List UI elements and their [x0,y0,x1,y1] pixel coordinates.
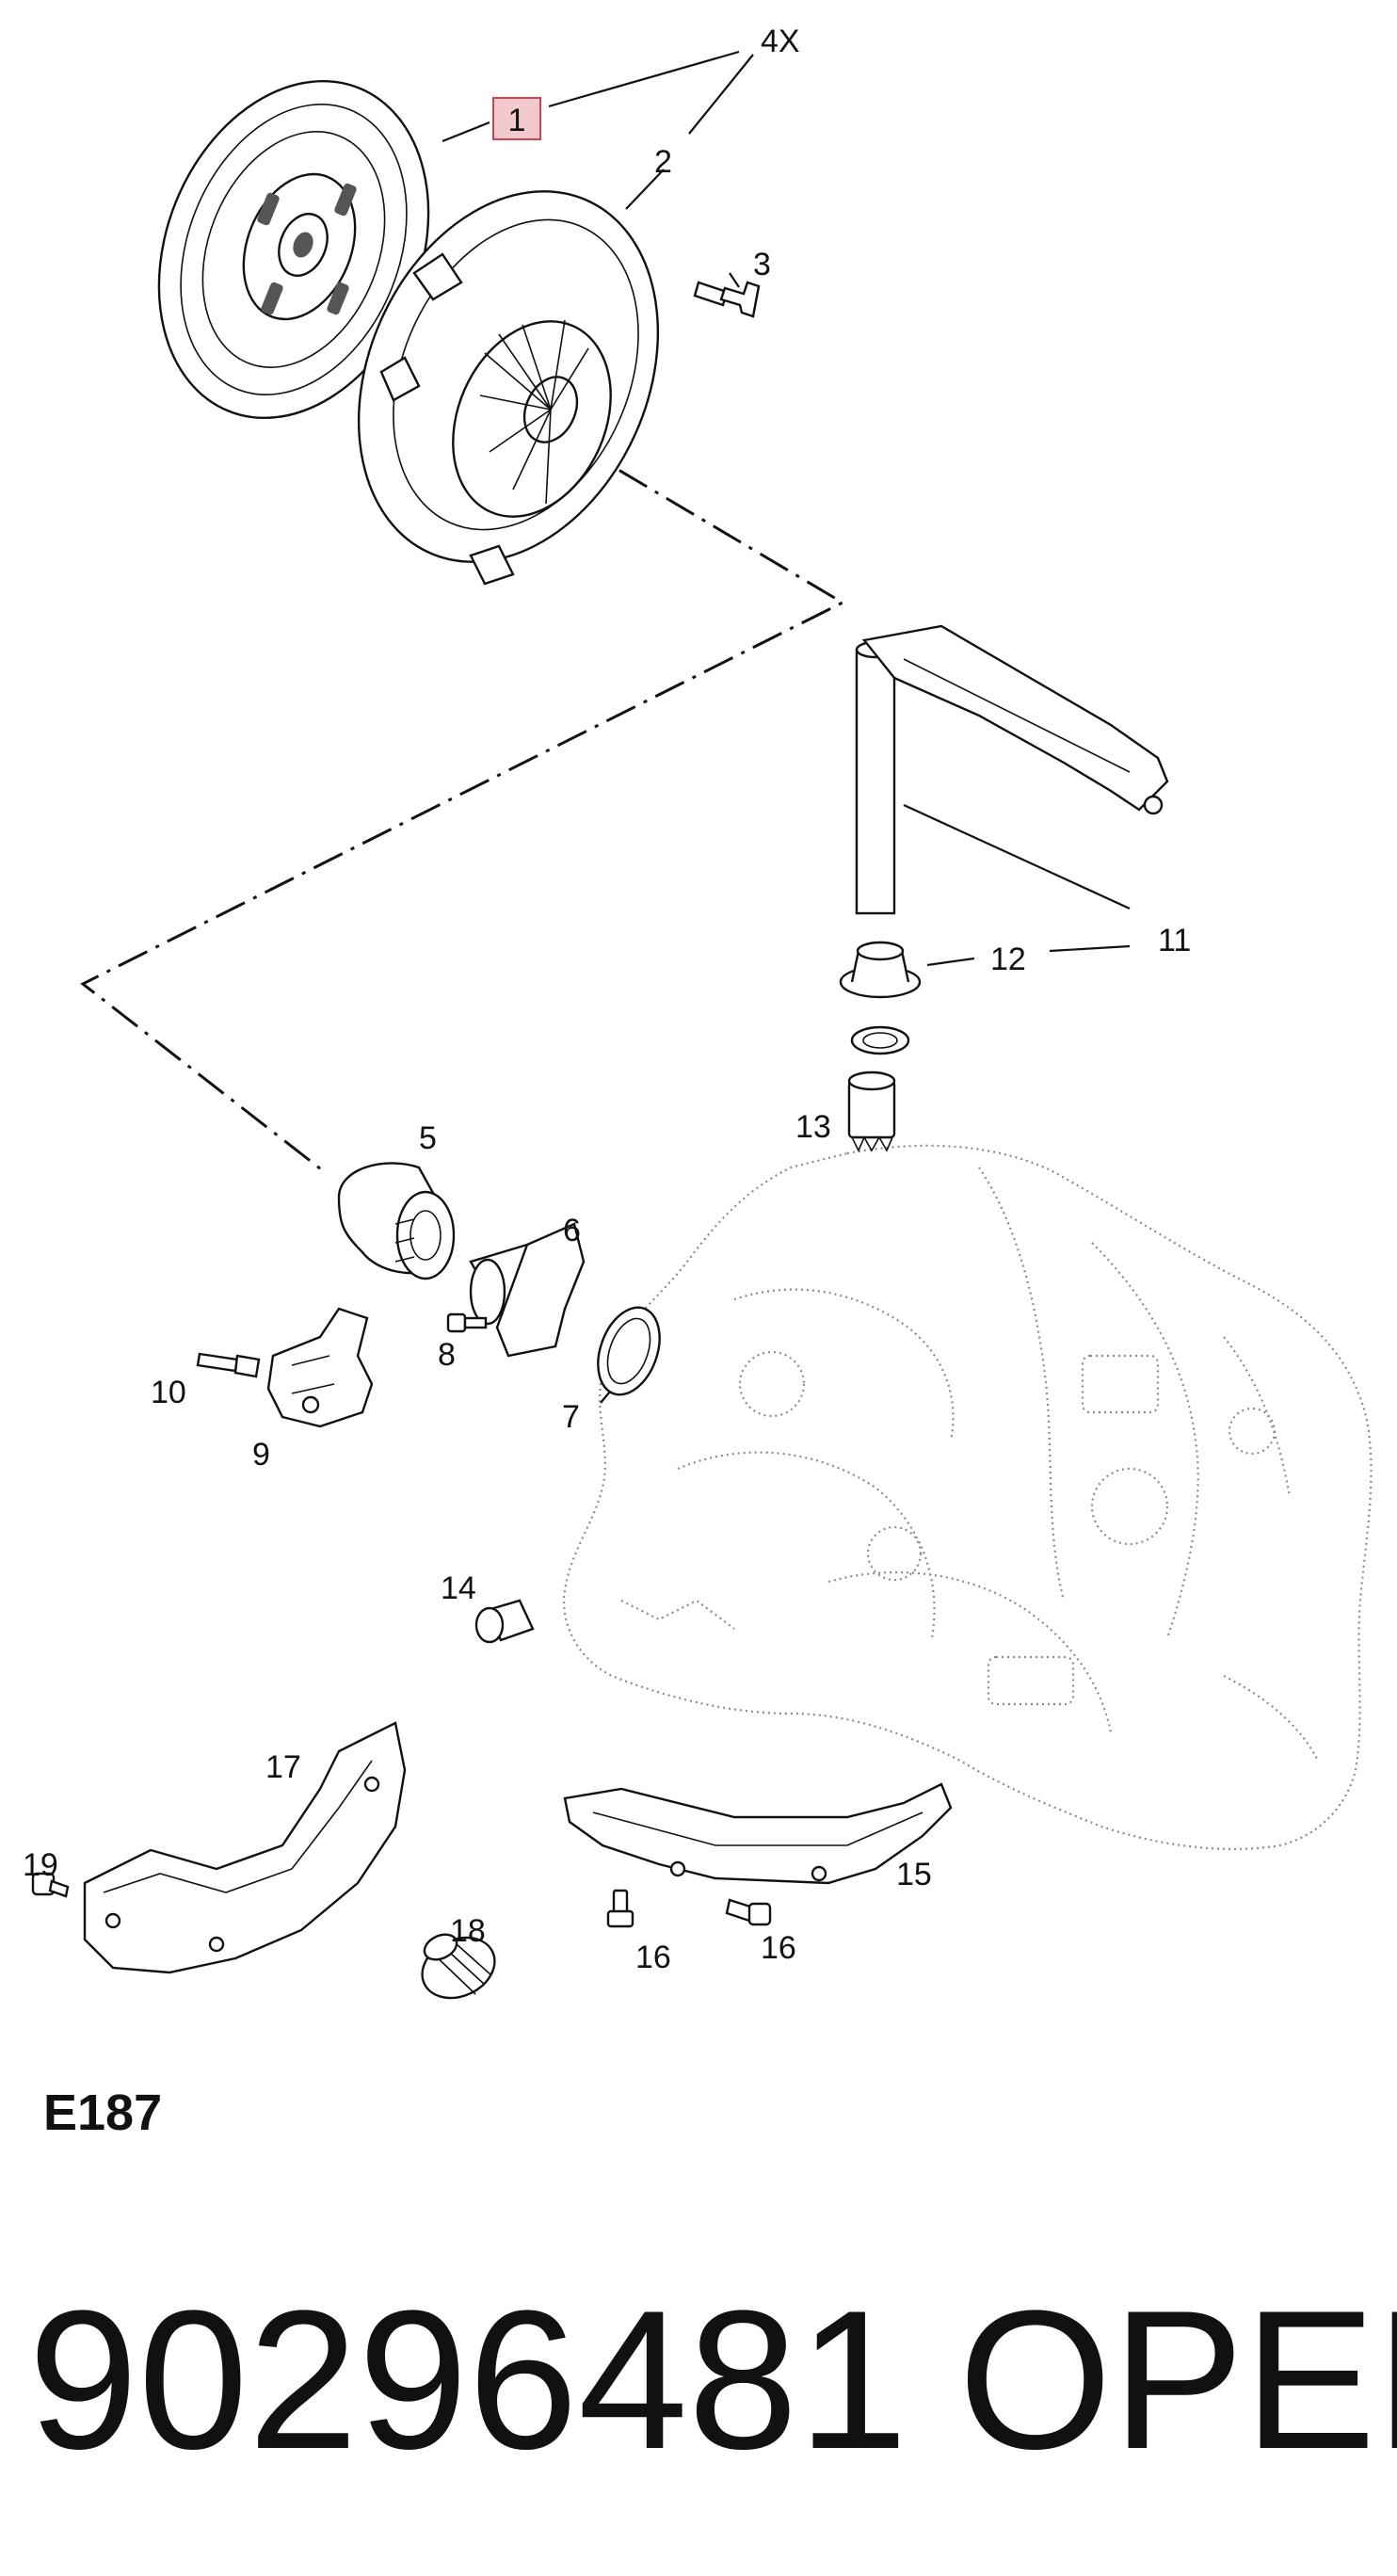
part-15-cover-plate [563,1782,953,1885]
callout-16-right: 16 [761,1930,796,1966]
callout-1-highlight-box [492,97,541,140]
part-3-bolt [693,281,761,318]
part-1-clutch-disc [157,79,430,420]
callout-17: 17 [265,1749,301,1785]
callout-labels: 1 4X 2 3 5 6 7 8 9 10 11 12 13 14 15 16 … [23,24,1191,1975]
assembly-axis-line [80,441,846,1174]
callout-13: 13 [795,1109,831,1145]
callout-5: 5 [419,1120,437,1156]
transmission-housing [563,1144,1373,1851]
part-16-bolt-right [725,1898,772,1926]
callout-1: 1 [508,103,526,138]
callout-11: 11 [1158,923,1191,958]
brand-name: OPEL [958,2269,1397,2490]
callout-10: 10 [151,1375,186,1410]
callout-8: 8 [438,1337,456,1373]
leader-lines [442,50,1131,1404]
part-11-release-shaft [855,624,1169,915]
callout-4x: 4X [761,24,800,59]
part-17-heat-shield [83,1721,407,1974]
part-12-shaft-bushing [839,941,922,1055]
part-16-bolt-left [606,1889,634,1928]
callout-9: 9 [252,1437,270,1473]
part-7-o-ring [597,1306,661,1396]
callout-18: 18 [450,1913,486,1949]
callout-14: 14 [441,1570,476,1606]
part-19-bolt [31,1872,70,1898]
callout-6: 6 [563,1213,581,1248]
callout-2: 2 [654,144,672,180]
part-8-bolt [446,1312,488,1333]
callout-15: 15 [896,1857,932,1892]
part-13-lower-bushing [847,1071,896,1152]
part-2-pressure-plate [357,190,660,586]
part-5-release-bearing [337,1162,456,1280]
callout-16-left: 16 [635,1940,671,1975]
part-9-release-fork [266,1307,374,1428]
callout-12: 12 [990,942,1026,977]
callout-3: 3 [753,247,771,282]
part-number: 90296481 [28,2269,907,2490]
part-6-guide-sleeve [469,1222,586,1358]
callout-19: 19 [23,1847,58,1883]
diagram-code: E187 [43,2085,162,2141]
part-18-bushing [421,1933,496,2000]
part-10-bolt [196,1352,261,1378]
callout-7: 7 [562,1399,580,1435]
part-14-sleeve [474,1599,535,1644]
